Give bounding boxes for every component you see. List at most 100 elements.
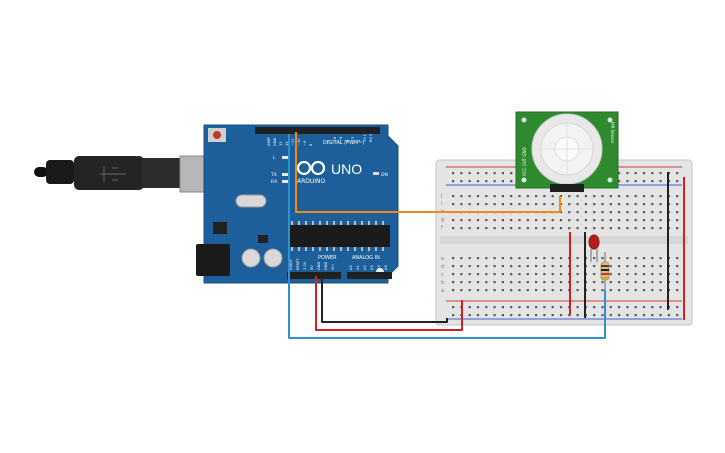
breadboard-hole[interactable]: [452, 314, 455, 317]
breadboard-hole[interactable]: [452, 203, 455, 206]
breadboard-hole[interactable]: [576, 281, 579, 284]
breadboard-hole[interactable]: [618, 227, 621, 230]
breadboard-hole[interactable]: [642, 306, 646, 309]
breadboard-hole[interactable]: [609, 289, 612, 292]
breadboard-hole[interactable]: [518, 219, 521, 222]
breadboard-hole[interactable]: [576, 257, 579, 260]
breadboard-hole[interactable]: [568, 219, 571, 222]
breadboard-hole[interactable]: [485, 314, 488, 317]
breadboard-hole[interactable]: [609, 265, 612, 268]
breadboard-hole[interactable]: [642, 172, 646, 175]
breadboard-hole[interactable]: [510, 180, 513, 183]
breadboard-hole[interactable]: [642, 281, 646, 284]
breadboard-hole[interactable]: [626, 289, 629, 292]
breadboard-hole[interactable]: [618, 203, 621, 206]
breadboard-hole[interactable]: [460, 195, 463, 198]
breadboard-hole[interactable]: [593, 281, 596, 284]
breadboard-hole[interactable]: [584, 219, 587, 222]
breadboard-hole[interactable]: [526, 265, 529, 268]
breadboard-hole[interactable]: [485, 306, 488, 309]
breadboard-hole[interactable]: [485, 281, 488, 284]
breadboard-hole[interactable]: [543, 281, 546, 284]
breadboard-hole[interactable]: [676, 257, 679, 260]
breadboard-hole[interactable]: [485, 195, 488, 198]
breadboard-hole[interactable]: [543, 265, 546, 268]
breadboard-hole[interactable]: [642, 314, 646, 317]
breadboard-hole[interactable]: [535, 273, 538, 276]
breadboard-hole[interactable]: [576, 273, 579, 276]
breadboard-hole[interactable]: [526, 257, 529, 260]
breadboard-hole[interactable]: [452, 219, 455, 222]
breadboard-hole[interactable]: [476, 203, 480, 206]
breadboard-hole[interactable]: [559, 211, 563, 214]
breadboard-hole[interactable]: [501, 306, 504, 309]
breadboard-hole[interactable]: [551, 203, 554, 206]
breadboard-hole[interactable]: [518, 257, 521, 260]
breadboard-hole[interactable]: [626, 219, 629, 222]
breadboard-hole[interactable]: [642, 203, 646, 206]
breadboard-hole[interactable]: [618, 257, 621, 260]
breadboard-hole[interactable]: [626, 257, 629, 260]
breadboard-hole[interactable]: [576, 227, 579, 230]
breadboard-hole[interactable]: [501, 227, 504, 230]
breadboard-hole[interactable]: [468, 227, 471, 230]
breadboard-hole[interactable]: [618, 195, 621, 198]
breadboard-hole[interactable]: [651, 281, 654, 284]
breadboard-hole[interactable]: [676, 265, 679, 268]
breadboard-hole[interactable]: [468, 172, 471, 175]
breadboard-hole[interactable]: [626, 180, 629, 183]
breadboard-hole[interactable]: [551, 289, 554, 292]
breadboard-hole[interactable]: [526, 273, 529, 276]
breadboard-hole[interactable]: [476, 180, 480, 183]
breadboard-hole[interactable]: [476, 281, 480, 284]
breadboard-hole[interactable]: [551, 314, 554, 317]
breadboard-hole[interactable]: [593, 203, 596, 206]
breadboard-hole[interactable]: [543, 306, 546, 309]
breadboard-hole[interactable]: [452, 265, 455, 268]
breadboard-hole[interactable]: [468, 265, 471, 268]
breadboard-hole[interactable]: [535, 257, 538, 260]
breadboard-hole[interactable]: [501, 195, 504, 198]
breadboard-hole[interactable]: [651, 211, 654, 214]
breadboard-hole[interactable]: [535, 219, 538, 222]
breadboard-hole[interactable]: [493, 172, 496, 175]
breadboard-hole[interactable]: [593, 265, 596, 268]
breadboard-hole[interactable]: [510, 289, 513, 292]
breadboard-hole[interactable]: [609, 203, 612, 206]
red-led[interactable]: [588, 234, 600, 262]
breadboard-hole[interactable]: [651, 257, 654, 260]
breadboard-hole[interactable]: [618, 219, 621, 222]
breadboard-hole[interactable]: [518, 203, 521, 206]
breadboard-hole[interactable]: [526, 289, 529, 292]
breadboard-hole[interactable]: [526, 195, 529, 198]
breadboard-hole[interactable]: [601, 211, 604, 214]
breadboard-hole[interactable]: [676, 227, 679, 230]
breadboard-hole[interactable]: [452, 172, 455, 175]
breadboard-hole[interactable]: [634, 211, 637, 214]
breadboard-hole[interactable]: [518, 195, 521, 198]
breadboard-hole[interactable]: [559, 257, 563, 260]
breadboard-hole[interactable]: [468, 273, 471, 276]
breadboard-hole[interactable]: [535, 227, 538, 230]
breadboard-hole[interactable]: [676, 203, 679, 206]
breadboard-hole[interactable]: [460, 281, 463, 284]
breadboard-hole[interactable]: [543, 257, 546, 260]
breadboard-hole[interactable]: [634, 227, 637, 230]
breadboard-hole[interactable]: [576, 289, 579, 292]
breadboard-hole[interactable]: [476, 195, 480, 198]
breadboard-hole[interactable]: [493, 289, 496, 292]
breadboard-hole[interactable]: [493, 195, 496, 198]
breadboard-hole[interactable]: [543, 195, 546, 198]
breadboard-hole[interactable]: [593, 219, 596, 222]
breadboard-hole[interactable]: [584, 203, 587, 206]
breadboard-hole[interactable]: [609, 211, 612, 214]
breadboard-hole[interactable]: [626, 265, 629, 268]
breadboard-hole[interactable]: [535, 195, 538, 198]
breadboard-hole[interactable]: [609, 273, 612, 276]
breadboard-hole[interactable]: [468, 180, 471, 183]
breadboard-hole[interactable]: [618, 211, 621, 214]
breadboard-hole[interactable]: [518, 281, 521, 284]
breadboard-hole[interactable]: [651, 273, 654, 276]
breadboard-hole[interactable]: [501, 257, 504, 260]
breadboard-hole[interactable]: [618, 172, 621, 175]
